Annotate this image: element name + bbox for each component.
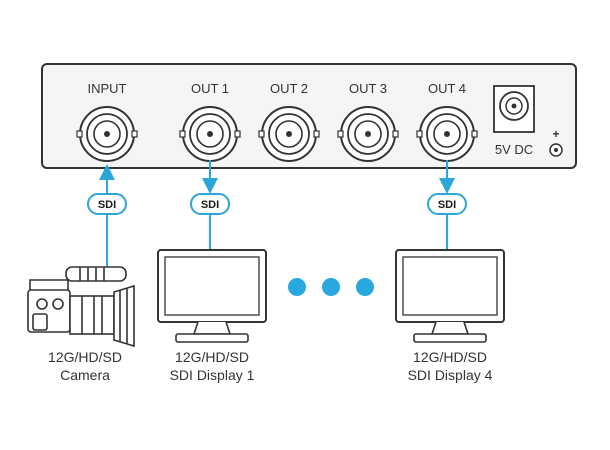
camera-icon	[27, 266, 135, 348]
port-label-input: INPUT	[88, 81, 127, 96]
camera-caption-line1: 12G/HD/SD	[48, 349, 122, 365]
cable-label-badge	[427, 193, 467, 215]
bnc-connector-out3	[337, 106, 399, 162]
ellipsis-dot	[356, 278, 374, 296]
port-label-out3: OUT 3	[349, 81, 387, 96]
display1-caption-line2: SDI Display 1	[170, 367, 255, 383]
dc-power-jack	[493, 85, 535, 133]
cable-out4-label: SDI	[438, 199, 456, 211]
bnc-connector-out4	[416, 106, 478, 162]
bnc-connector-out2	[258, 106, 320, 162]
monitor-icon-display-1	[157, 249, 267, 343]
port-label-out1: OUT 1	[191, 81, 229, 96]
bnc-connector-out1	[179, 106, 241, 162]
display1-caption-line1: 12G/HD/SD	[175, 349, 249, 365]
cable-out1-label: SDI	[201, 199, 219, 211]
power-label: 5V DC	[495, 142, 533, 157]
ellipsis-dot	[322, 278, 340, 296]
port-label-out4: OUT 4	[428, 81, 466, 96]
cable-label-badge	[190, 193, 230, 215]
monitor-icon-display-4	[395, 249, 505, 343]
cable-label-badge	[87, 193, 127, 215]
camera-caption-line2: Camera	[60, 367, 110, 383]
cable-input: SDI	[87, 164, 127, 268]
cable-out4: SDI	[427, 160, 467, 250]
cable-input-label: SDI	[98, 199, 116, 211]
ellipsis-dot	[288, 278, 306, 296]
bnc-connector-input	[76, 106, 138, 162]
polarity-icon: +	[549, 127, 563, 157]
cable-out1: SDI	[190, 160, 230, 250]
display4-caption-line1: 12G/HD/SD	[413, 349, 487, 365]
display4-caption-line2: SDI Display 4	[408, 367, 493, 383]
port-label-out2: OUT 2	[270, 81, 308, 96]
svg-text:+: +	[552, 127, 559, 141]
